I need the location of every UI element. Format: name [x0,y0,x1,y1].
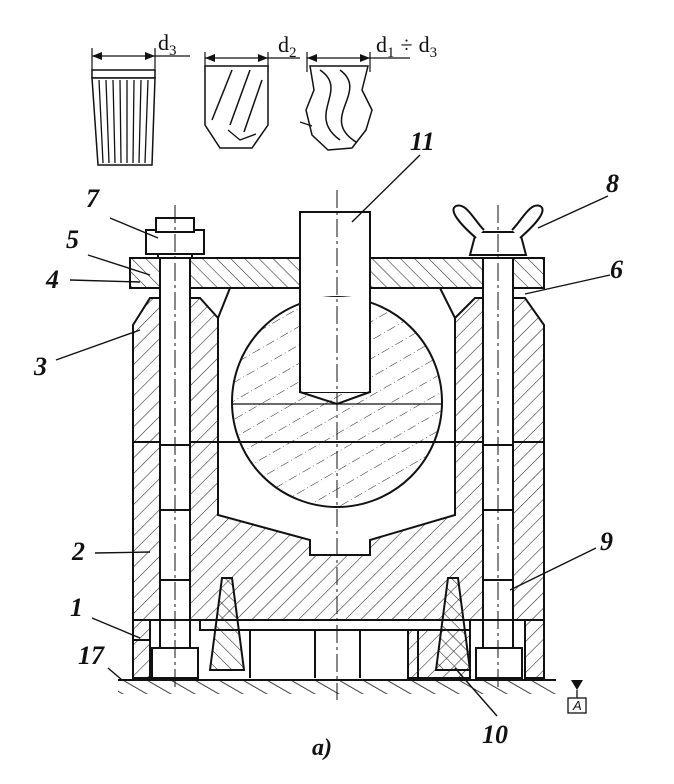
twist-drill-dim-label: d1÷d3 [376,32,437,61]
reamer-dim-label: d3 [158,30,177,59]
drill-dim-label: d2 [278,32,297,61]
twist-drill-tool [299,52,410,151]
callout-10: 10 [482,720,508,749]
callout-2: 2 [71,537,85,566]
callout-6: 6 [610,255,623,284]
datum-marker [567,680,587,714]
datum-label: A [572,698,582,713]
callout-5: 5 [66,225,79,254]
callout-11: 11 [410,127,435,156]
callout-8: 8 [606,169,619,198]
callout-4: 4 [45,265,59,294]
base-ground [118,679,556,694]
locating-pins [208,577,472,671]
callout-3: 3 [33,352,47,381]
reamer-tool [91,48,190,166]
drill-tool [204,52,300,149]
callout-17: 17 [78,641,105,670]
callout-7: 7 [86,184,100,213]
callout-9: 9 [600,527,613,556]
figure-caption: a) [312,735,332,761]
callout-1: 1 [70,593,83,622]
